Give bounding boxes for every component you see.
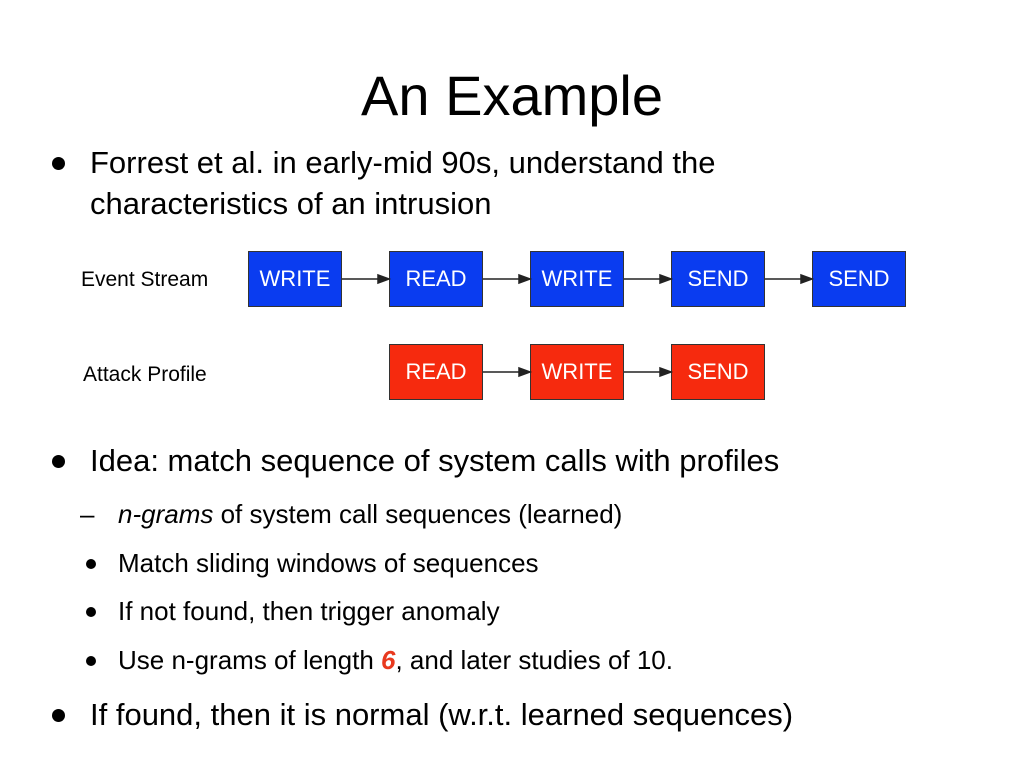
attack-box: SEND [671,344,765,400]
bullet-idea-text: Idea: match sequence of system calls wit… [90,443,780,478]
bullet-dot [52,455,65,468]
arrowhead [377,273,392,285]
arrowhead [800,273,815,285]
bullet-dot [86,607,96,617]
bullet-dot [86,559,96,569]
bullet-found-text: If found, then it is normal (w.r.t. lear… [90,697,794,732]
slide-title: An Example [361,64,663,127]
ngrams-term: n-grams [118,499,214,529]
event-stream-label: Event Stream [81,268,209,291]
arrowhead [518,273,533,285]
use-post: , and later studies of 10. [395,645,673,675]
event-box: SEND [671,251,765,307]
bullet-dot [52,709,65,722]
sub-bullet-ngrams-text: n-grams of system call sequences (learne… [118,497,622,531]
attack-box: WRITE [530,344,624,400]
arrowhead [659,273,674,285]
event-box: SEND [812,251,906,307]
sub-bullet-match-text: Match sliding windows of sequences [118,548,539,578]
arrowhead [659,366,674,378]
attack-profile-label: Attack Profile [83,363,207,386]
bullet-dot [86,656,96,666]
event-box: READ [389,251,483,307]
ngram-length-highlight: 6 [381,645,396,675]
event-box: WRITE [248,251,342,307]
use-pre: Use n-grams of length [118,645,382,675]
sub-bullet-use-text: Use n-grams of length 6, and later studi… [118,643,673,677]
bullet-forrest-line2: characteristics of an intrusion [90,186,492,221]
bullet-forrest-line1: Forrest et al. in early-mid 90s, underst… [90,145,716,180]
arrowhead [518,366,533,378]
dash-marker: – [80,499,95,529]
sub-bullet-notfound-text: If not found, then trigger anomaly [118,596,500,626]
attack-box: READ [389,344,483,400]
bullet-dot [52,157,65,170]
ngrams-rest: of system call sequences (learned) [213,499,623,529]
event-box: WRITE [530,251,624,307]
